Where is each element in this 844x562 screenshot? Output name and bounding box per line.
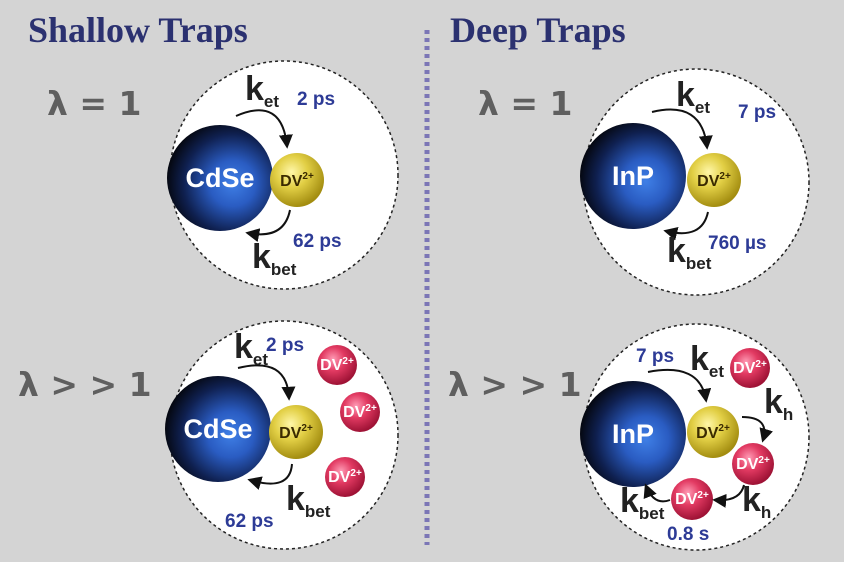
qd-label: InP <box>612 419 654 449</box>
ket-label: ket <box>676 76 710 117</box>
ket-label: ket <box>245 70 279 111</box>
kbet-label: kbet <box>286 480 331 521</box>
panel-shallow-single: CdSe DV2+ ket 2 ps kbet 62 ps <box>167 60 399 290</box>
quantum-dot <box>580 123 686 229</box>
kh-arrow-1 <box>741 416 773 443</box>
ket-label: ket <box>234 328 268 369</box>
dv-sphere <box>340 392 380 432</box>
kbet-arrow <box>643 483 671 503</box>
quantum-dot <box>167 125 273 231</box>
dv-label: DV2+ <box>280 171 314 190</box>
dv-free: DV2+ <box>317 345 357 385</box>
dv-sphere <box>730 348 770 388</box>
quantum-dot <box>165 376 271 482</box>
dv-sphere <box>687 406 739 458</box>
ket-arrow <box>237 364 296 401</box>
panel-deep-single: InP DV2+ ket 7 ps kbet 760 µs <box>580 68 810 296</box>
qd-label: CdSe <box>183 414 252 444</box>
ket-arrow <box>235 109 293 149</box>
kbet-rate: 62 ps <box>293 231 342 252</box>
dv-sphere <box>732 443 774 485</box>
dv-free: DV2+ <box>325 457 365 497</box>
dv-sphere <box>270 153 324 207</box>
kh-arrow-2 <box>712 484 745 508</box>
dv-sphere <box>687 153 741 207</box>
panel-shallow-multi: CdSe DV2+ DV2+ DV2+ DV2+ ket 2 ps kbet 6… <box>165 320 399 550</box>
dv-free: DV2+ <box>340 392 380 432</box>
lambda-deep-multi: λ > > 1 <box>448 365 582 404</box>
dv-label: DV2+ <box>343 403 377 421</box>
kbet-label: kbet <box>667 232 712 273</box>
qd-label: InP <box>612 161 654 191</box>
ket-rate: 2 ps <box>297 89 335 110</box>
ket-rate: 7 ps <box>738 102 776 123</box>
kh-label-2: kh <box>742 481 771 522</box>
lambda-shallow-single: λ = 1 <box>47 84 141 123</box>
dv-acceptor: DV2+ <box>687 406 739 458</box>
dv-label: DV2+ <box>279 423 313 442</box>
dv-sphere <box>317 345 357 385</box>
ket-rate: 7 ps <box>636 346 674 367</box>
ket-arrow <box>647 368 712 403</box>
quantum-dot <box>580 381 686 487</box>
ket-label: ket <box>690 340 724 381</box>
kh-label-1: kh <box>764 383 793 424</box>
dv-acceptor: DV2+ <box>269 405 323 459</box>
kbet-rate: 760 µs <box>708 233 767 254</box>
kbet-arrow <box>247 463 293 490</box>
panel-deep-multi: InP DV2+ DV2+ DV2+ DV2+ 7 ps ket kh kh k… <box>580 323 810 551</box>
kbet-arrow <box>245 209 291 243</box>
kbet-rate: 62 ps <box>225 511 274 532</box>
dv-free: DV2+ <box>730 348 770 388</box>
dv-sphere <box>325 457 365 497</box>
kbet-rate: 0.8 s <box>667 524 709 545</box>
kbet-label: kbet <box>252 238 297 279</box>
dv-label: DV2+ <box>736 455 770 473</box>
shallow-traps-title: Shallow Traps <box>28 10 248 50</box>
dv-sphere <box>269 405 323 459</box>
dv-label: DV2+ <box>675 490 709 508</box>
dv-trap-1: DV2+ <box>732 443 774 485</box>
lambda-shallow-multi: λ > > 1 <box>18 365 152 404</box>
dv-label: DV2+ <box>328 468 362 486</box>
kbet-label: kbet <box>620 482 665 523</box>
kbet-arrow <box>663 211 709 241</box>
dv-trap-2: DV2+ <box>671 478 713 520</box>
deep-traps-title: Deep Traps <box>450 10 626 50</box>
dv-label: DV2+ <box>696 423 730 442</box>
dv-label: DV2+ <box>733 359 767 377</box>
dv-label: DV2+ <box>697 171 731 190</box>
dv-sphere <box>671 478 713 520</box>
ket-rate: 2 ps <box>266 335 304 356</box>
dv-acceptor: DV2+ <box>687 153 741 207</box>
dv-label: DV2+ <box>320 356 354 374</box>
qd-label: CdSe <box>185 163 254 193</box>
lambda-deep-single: λ = 1 <box>478 84 572 123</box>
ket-arrow <box>651 108 713 150</box>
dv-acceptor: DV2+ <box>270 153 324 207</box>
